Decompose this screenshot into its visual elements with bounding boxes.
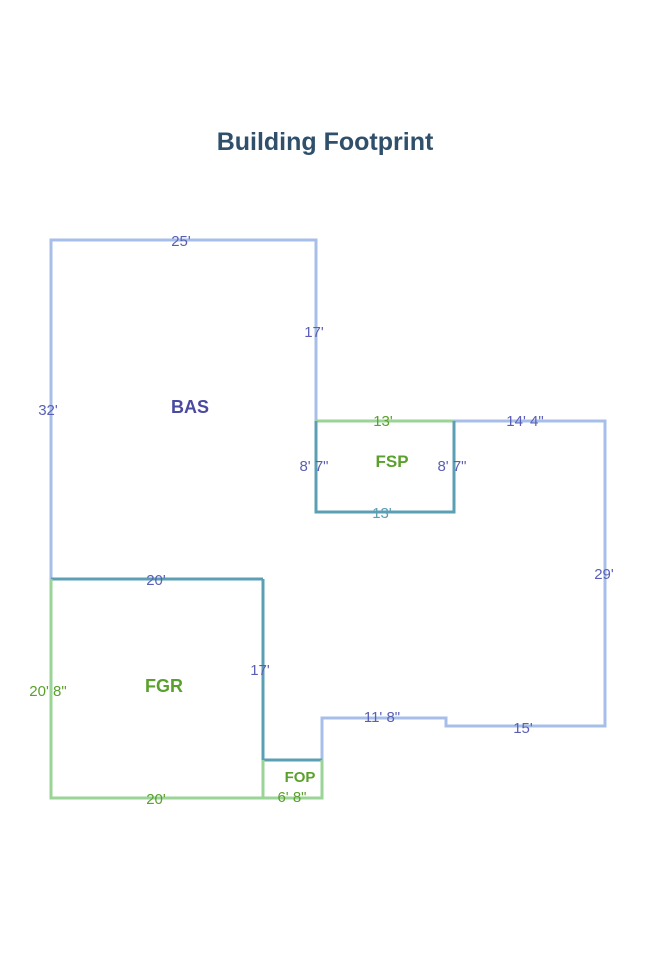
area-label-fop: FOP: [285, 769, 316, 786]
east-outline: [320, 419, 607, 760]
dim-fop-bottom: 6' 8": [277, 789, 306, 806]
fop-outline: [261, 760, 324, 800]
page-title: Building Footprint: [216, 128, 434, 156]
dim-east-top: 14' 4": [506, 413, 543, 430]
dim-fsp-bottom: 13': [372, 505, 392, 522]
dim-bas-top: 25': [171, 233, 191, 250]
dim-fgr-right: 17': [250, 662, 270, 679]
fgr-left-bottom: [49, 579, 263, 800]
area-label-fsp: FSP: [375, 452, 408, 471]
dim-fgr-left: 20' 8": [29, 683, 66, 700]
dim-fgr-top: 20': [146, 572, 166, 589]
bas-outline: [49, 238, 318, 579]
dim-bas-upper-right: 17': [304, 324, 324, 341]
dim-bas-left: 32': [38, 402, 58, 419]
dim-east-right: 29': [594, 566, 614, 583]
dim-fgr-bottom: 20': [146, 791, 166, 808]
dim-fsp-right: 8' 7": [437, 458, 466, 475]
area-label-bas: BAS: [171, 397, 209, 417]
dim-south-step: 11' 8": [364, 709, 400, 726]
dim-fsp-left: 8' 7": [299, 458, 328, 475]
area-label-fgr: FGR: [145, 676, 183, 696]
dim-fsp-top: 13': [373, 413, 393, 430]
fsp-sides: [314, 421, 456, 514]
dim-south-right: 15': [513, 720, 533, 737]
